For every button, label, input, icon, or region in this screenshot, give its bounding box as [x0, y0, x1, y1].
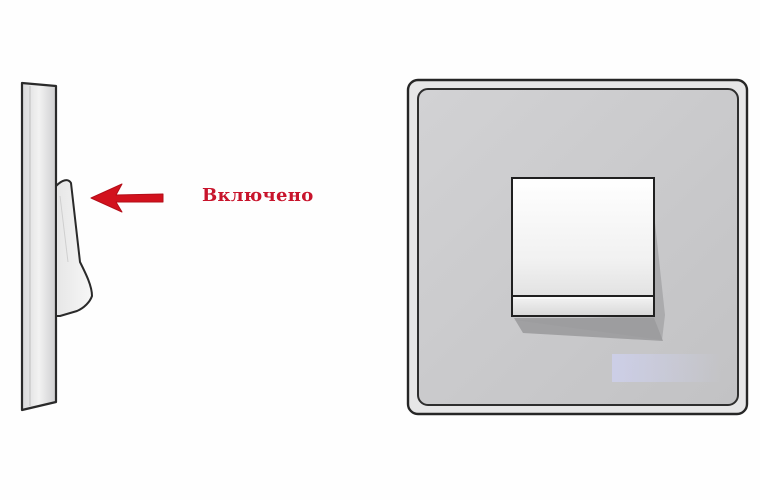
side-plate	[20, 81, 58, 412]
switch-side-view	[20, 81, 93, 412]
reflection-glow	[612, 354, 722, 382]
switch-front-view	[406, 78, 749, 416]
arrow-left-icon	[90, 183, 164, 213]
state-label: Включено	[202, 185, 314, 206]
rocker-key-lip	[511, 295, 655, 317]
side-rocker	[55, 179, 93, 317]
rocker-key	[511, 177, 655, 297]
